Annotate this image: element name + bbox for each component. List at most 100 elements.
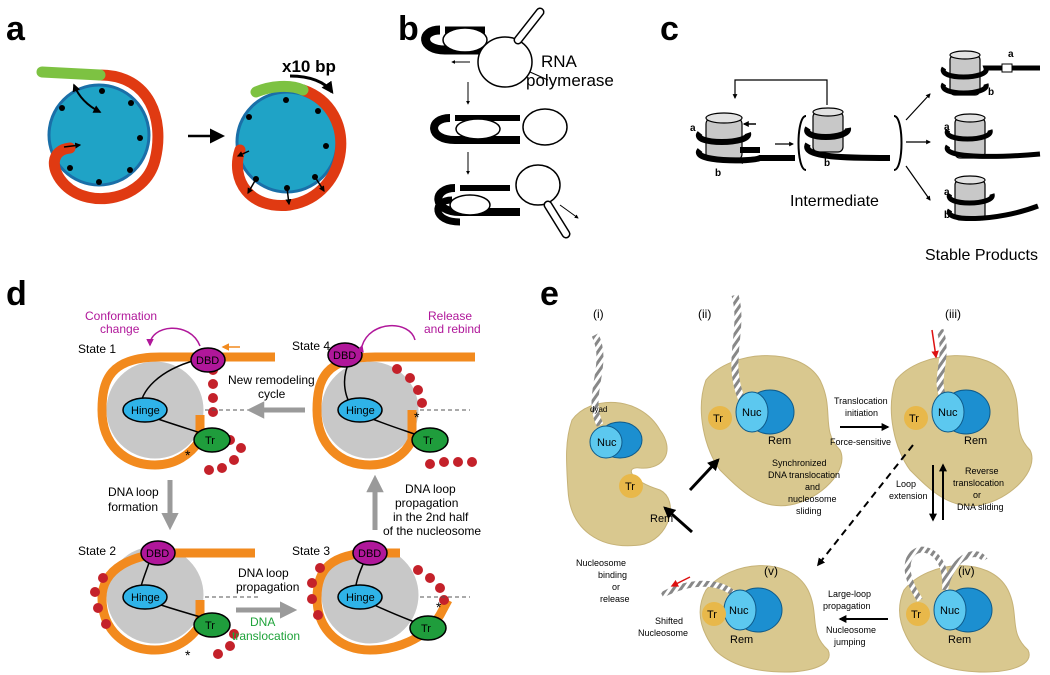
nuc-label: Nuc (742, 407, 762, 419)
product-arrow (905, 165, 931, 201)
nucleosome-face (589, 425, 623, 459)
reverse-arrow (732, 79, 828, 105)
rem-label: Rem (730, 634, 753, 646)
state-2: Hinge DBD Tr * State 2 (78, 540, 260, 663)
tr-label: Tr (625, 481, 635, 493)
tr-label: Tr (205, 435, 215, 447)
arrow-iii-v (817, 444, 914, 567)
small-arrow (63, 142, 82, 149)
rem-label: Rem (964, 435, 987, 447)
hinge (337, 397, 383, 423)
hinge (122, 397, 168, 423)
second-half-2: propagation (395, 496, 458, 510)
rnap-label-2: polymerase (526, 71, 614, 90)
tr-label: Tr (423, 435, 433, 447)
rna-polymerase (477, 36, 533, 88)
label-leader (529, 71, 549, 81)
panel-a-nucleosome-after: x10 bp (231, 57, 347, 212)
dna-wrap (696, 131, 795, 164)
asterisk: * (436, 599, 442, 615)
dna (660, 580, 738, 598)
hinge (122, 584, 168, 610)
site-b: b (944, 210, 950, 221)
site-a: a (944, 122, 950, 133)
rna-polymerase (522, 108, 568, 146)
dna-red (48, 69, 164, 205)
tr (906, 602, 930, 626)
histone-cylinder (812, 111, 844, 153)
transloc-init-2: initiation (845, 408, 878, 418)
transcript-inner (515, 9, 543, 43)
tr-label: Tr (707, 609, 717, 621)
panel-d: d Hinge DBD Tr * State 1 Conformation (6, 275, 481, 663)
dna-orange (312, 352, 475, 470)
release-arrow (356, 325, 416, 353)
c-product-3: a b (944, 175, 1039, 222)
tr-label: Tr (911, 609, 921, 621)
rem-label: Rem (768, 435, 791, 447)
dyad-label: dyad (590, 405, 607, 414)
reverse-4: DNA sliding (957, 502, 1004, 512)
panel-b-letter: b (398, 10, 419, 48)
dna-orange (97, 352, 275, 470)
dna (936, 328, 949, 402)
dna (942, 551, 988, 591)
site-b: b (715, 168, 721, 179)
loop-formation-2: formation (108, 500, 158, 514)
second-half-3: in the 2nd half (393, 510, 469, 524)
panel-b: b RNA polymerase (398, 7, 614, 239)
histone (449, 194, 491, 216)
nucleosome-face (933, 589, 967, 631)
roman-iv: (iv) (958, 564, 975, 578)
conformation-2: change (100, 322, 140, 336)
e-state-i: Nuc Tr Rem dyad (i) Nucleosome binding o… (566, 307, 673, 604)
nuc-label: Nuc (938, 407, 958, 419)
dna-green (250, 80, 309, 98)
e-state-v: Nuc Tr Rem (v) Shifted Nucleosome (638, 564, 830, 673)
dbd-label: DBD (146, 548, 169, 560)
sync-4: nucleosome (788, 494, 837, 504)
site-a: a (690, 123, 696, 134)
asterisk: * (414, 409, 420, 425)
panel-a-nucleosome-before (36, 66, 164, 205)
direction-arrow (559, 204, 579, 219)
rna-polymerase (515, 164, 561, 206)
shifted-2: Nucleosome (638, 628, 688, 638)
rem-label: Rem (948, 634, 971, 646)
loop-prop-2: propagation (236, 580, 299, 594)
dbd-label: DBD (196, 355, 219, 367)
jumping-1: Nucleosome (826, 625, 876, 635)
bracket-left (797, 115, 807, 171)
binding-4: release (600, 594, 630, 604)
tr-label: Tr (713, 413, 723, 425)
shifted-1: Shifted (655, 616, 683, 626)
rnap-label-1: RNA (541, 52, 578, 71)
site-a: a (944, 187, 950, 198)
c-product-2: a (944, 113, 1041, 159)
panel-e: e Nuc Tr Rem dyad (i) Nucleosome binding… (540, 275, 1033, 673)
curved-step-arrow (289, 74, 334, 94)
panel-a-letter: a (6, 10, 26, 48)
rotation-arrows (236, 150, 325, 206)
tr (619, 474, 643, 498)
second-half-1: DNA loop (405, 482, 456, 496)
sync-3: and (805, 482, 820, 492)
loop-ext-2: extension (889, 491, 928, 501)
reverse-2: translocation (953, 478, 1004, 488)
state-1: Hinge DBD Tr * State 1 Conformation chan… (78, 309, 275, 475)
e-state-iii: Nuc Tr Rem (iii) (890, 307, 1033, 507)
stable-products-label: Stable Products (925, 247, 1038, 264)
c-product-1: a b (940, 49, 1040, 98)
nucleosome-face (735, 391, 769, 433)
dbd (190, 347, 226, 373)
dbd (140, 540, 176, 566)
panel-c: c a b b Intermediate (660, 10, 1041, 264)
loop-prop-1: DNA loop (238, 566, 289, 580)
red-arrow (670, 576, 691, 587)
roman-ii: (ii) (698, 307, 711, 321)
loop-formation-1: DNA loop (108, 485, 159, 499)
asterisk: * (185, 647, 191, 663)
jumping-2: jumping (833, 637, 866, 647)
nuc-label: Nuc (940, 605, 960, 617)
transcript-inner (545, 202, 569, 237)
